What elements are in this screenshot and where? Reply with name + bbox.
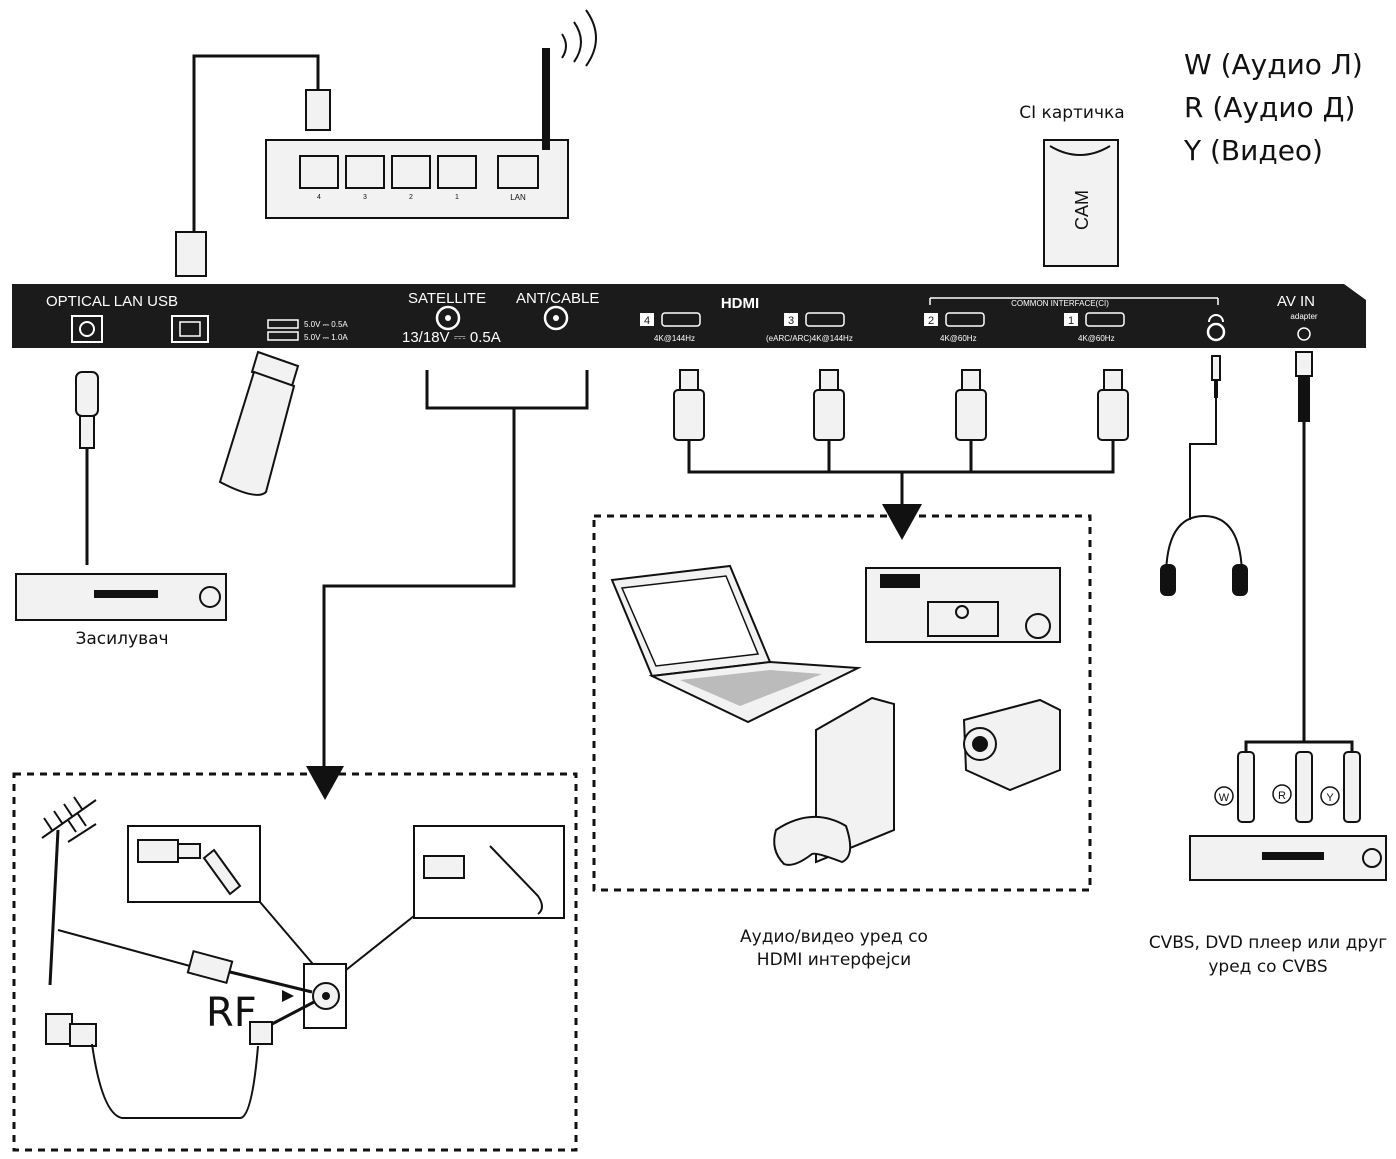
amplifier-label: Засилувач [75,629,168,649]
ant-cable-port [543,305,569,331]
av-adapter-label: adapter [1290,312,1317,321]
cam-label: CAM [1072,190,1092,230]
rca-y-label: Y [1326,792,1334,804]
av-plug [1295,351,1313,377]
router-port-4 [299,155,339,189]
antenna-icon [41,796,97,843]
usb-spec-2: 5.0V ⎓ 1.0A [304,333,348,342]
av-in-port [1297,327,1311,341]
usb-stick [218,350,300,496]
usb-port-1 [267,319,299,329]
antenna-cable [57,929,191,967]
rca-w-label: W [1219,792,1230,804]
optical-plug [75,371,99,417]
camcorder-icon [962,698,1061,792]
gamepad-icon [773,815,852,866]
optical-lan-usb-label: OPTICAL LAN USB [46,293,178,310]
antenna-connection-box: RF [12,772,578,1152]
router-lan-label: LAN [510,193,526,202]
headphone-plug [1211,355,1221,381]
hdmi-port-spec: 4K@144Hz [654,334,695,343]
hdmi-plug [819,369,839,391]
lan-cable [192,54,320,235]
cvbs-caption-line2: уред со CVBS [1208,957,1327,977]
inset-plug-left [127,825,261,903]
router-port-label: 3 [363,194,367,201]
router-port-label: 4 [317,194,321,201]
tv-rear-panel: OPTICAL LAN USB 5.0V ⎓ 0.5A 5.0V ⎓ 1.0A … [12,284,1366,348]
satellite-spec: 13/18V ⎓ 0.5A [402,329,501,346]
satellite-port [435,305,461,331]
cvbs-caption-line1: CVBS, DVD плеер или друг [1149,933,1387,953]
hdmi-port-spec: (eARC/ARC)4K@144Hz [766,334,853,343]
rf-label: RF [206,990,257,1036]
router-port-lan [497,155,539,189]
headphone-jack [1206,322,1226,342]
hdmi-port-number: 1 [1068,315,1074,327]
headphone-icon [1208,314,1224,323]
legend-w: W (Аудио Л) [1184,48,1363,81]
rca-plug-r [1295,751,1313,823]
ci-card-label: CI картичка [1019,103,1124,123]
hdmi-port-number: 2 [928,315,934,327]
optical-connection: Засилувач [15,371,227,649]
usb-port-2 [267,331,299,341]
arrow-down-icon [306,766,344,800]
headphones-icon [1165,514,1243,579]
dashed-frame [592,514,1092,892]
hdmi-port-3 [805,312,845,327]
hdmi-devices-box: Аудио/видео уред со HDMI интерфејси [592,514,1092,970]
av-in-label: AV IN [1277,293,1315,310]
router-port-label: 1 [455,194,459,201]
amplifier-device [15,573,227,621]
antenna-feed [306,370,589,800]
hdmi-plug [679,369,699,391]
hdmi-port-2 [945,312,985,327]
lan-plug-bottom [175,231,207,277]
common-interface-label: COMMON INTERFACE(CI) [1011,299,1109,308]
router-port-1 [437,155,477,189]
headphone-connection [1160,355,1248,596]
hdmi-port-1 [1085,312,1125,327]
router-port-2 [391,155,431,189]
lan-plug-top [305,89,331,131]
hdmi-plug [961,369,981,391]
router-port-label: 2 [409,194,413,201]
ci-card: CI картичка CAM [1019,103,1125,267]
ant-cable-label: ANT/CABLE [516,290,599,307]
rca-plug-y [1343,751,1361,823]
hdmi-cables [673,369,1129,540]
hdmi-logo: HDMI [721,295,759,312]
wifi-signal-icon [561,9,597,67]
router-port-3 [345,155,385,189]
lan-port [171,315,209,343]
hdmi-plug [1103,369,1123,391]
usb-drive-icon [218,370,296,496]
usb-spec-1: 5.0V ⎓ 0.5A [304,320,348,329]
coax-cable [91,1043,259,1119]
legend-r: R (Аудио Д) [1184,91,1355,124]
router: 4 3 2 1 LAN [175,9,597,277]
cam-module [1043,139,1119,267]
av-connection: W R Y CVBS, DVD плеер или друг уред со C… [1149,351,1387,977]
rca-r-label: R [1278,790,1286,802]
panel-body [12,284,1366,348]
hdmi-port-spec: 4K@60Hz [1078,334,1115,343]
legend: W (Аудио Л) R (Аудио Д) Y (Видео) [1183,48,1363,167]
arrow-down-icon [882,504,922,540]
hdmi-port-number: 4 [644,315,650,327]
optical-port [71,315,103,343]
hdmi-devices-caption-line1: Аудио/видео уред со [740,927,928,947]
legend-y: Y (Видео) [1183,134,1323,167]
wall-outlet [45,1013,73,1045]
hdmi-port-number: 3 [788,315,794,327]
satellite-label: SATELLITE [408,290,486,307]
rca-plug-w [1237,751,1255,823]
hdmi-port-4 [661,312,701,327]
hdmi-port-spec: 4K@60Hz [940,334,977,343]
hdmi-devices-caption-line2: HDMI интерфејси [757,950,911,970]
